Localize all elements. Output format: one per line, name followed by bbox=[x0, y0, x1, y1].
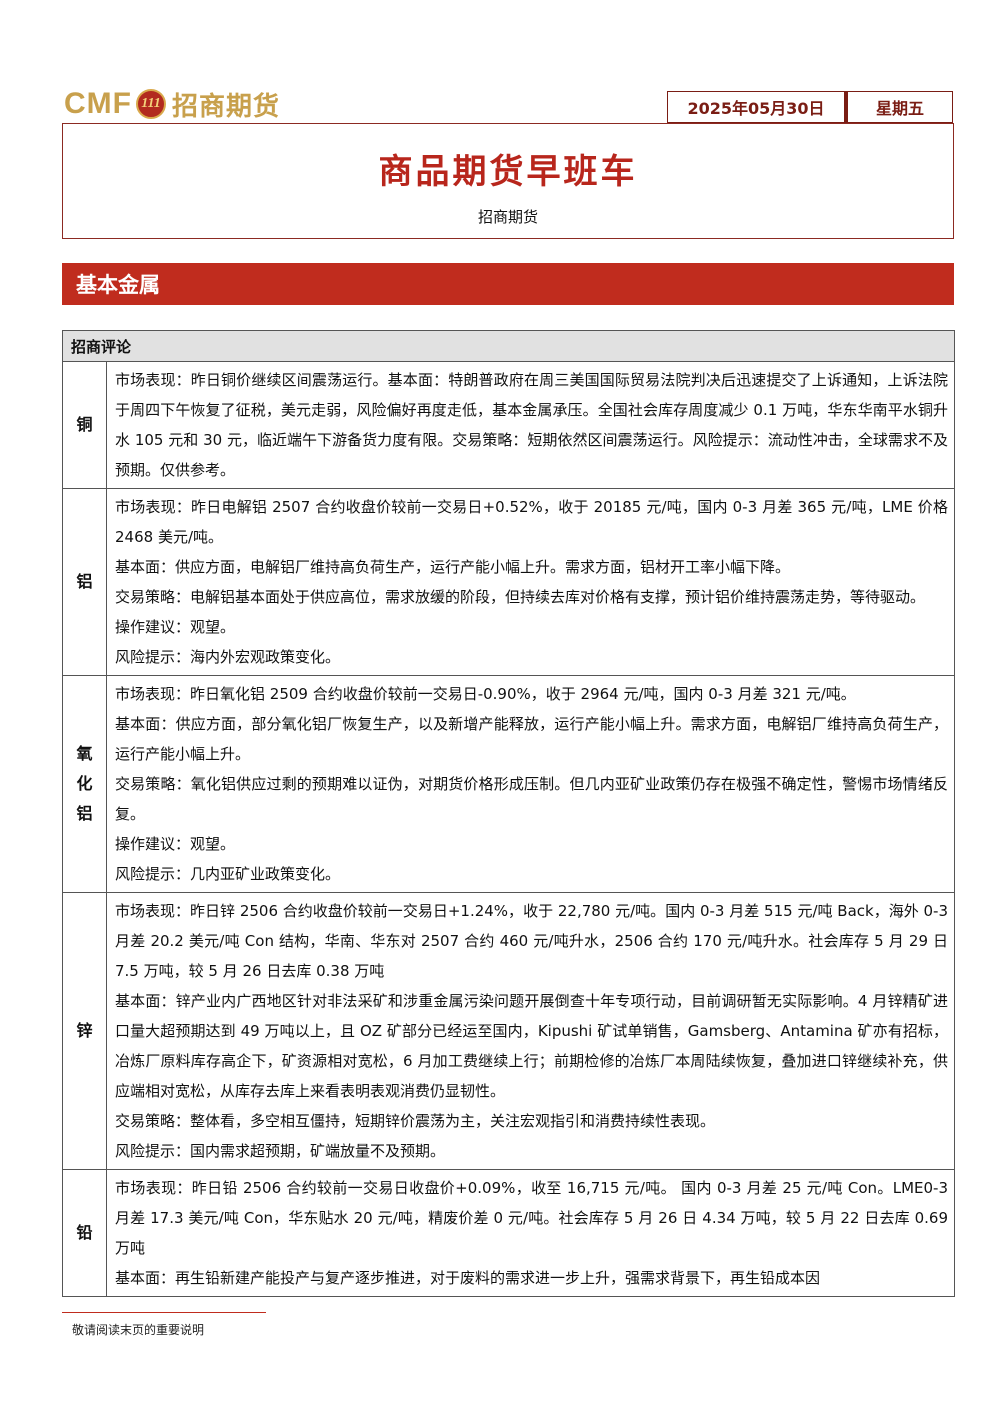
commentary-paragraph: 市场表现：昨日铅 2506 合约较前一交易日收盘价+0.09%，收至 16,71… bbox=[115, 1179, 948, 1257]
logo-badge-icon: 111 bbox=[135, 89, 166, 119]
commentary-cell: 市场表现：昨日铜价继续区间震荡运行。基本面：特朗普政府在周三美国国际贸易法院判决… bbox=[106, 361, 955, 489]
footer-divider bbox=[62, 1312, 266, 1313]
report-date: 2025年05月30日 bbox=[667, 91, 845, 123]
commentary-paragraph: 基本面：锌产业内广西地区针对非法采矿和涉重金属污染问题开展倒查十年专项行动，目前… bbox=[115, 992, 948, 1100]
commentary-cell: 市场表现：昨日氧化铝 2509 合约收盘价较前一交易日-0.90%，收于 296… bbox=[106, 675, 955, 893]
report-weekday: 星期五 bbox=[845, 91, 953, 123]
table-row: 氧化铝 市场表现：昨日氧化铝 2509 合约收盘价较前一交易日-0.90%，收于… bbox=[62, 675, 955, 893]
section-header: 基本金属 bbox=[62, 263, 954, 305]
metal-name: 铝 bbox=[62, 488, 107, 676]
page-title: 商品期货早班车 bbox=[378, 152, 638, 192]
commentary-paragraph: 基本面：供应方面，部分氧化铝厂恢复生产，以及新增产能释放，运行产能小幅上升。需求… bbox=[115, 715, 948, 763]
commentary-paragraph: 市场表现：昨日电解铝 2507 合约收盘价较前一交易日+0.52%，收于 201… bbox=[115, 498, 948, 546]
commentary-paragraph: 风险提示：海内外宏观政策变化。 bbox=[115, 648, 341, 666]
table-row: 锌 市场表现：昨日锌 2506 合约收盘价较前一交易日+1.24%，收于 22,… bbox=[62, 892, 955, 1170]
commentary-paragraph: 交易策略：电解铝基本面处于供应高位，需求放缓的阶段，但持续去库对价格有支撑，预计… bbox=[115, 588, 926, 606]
footer-disclaimer: 敬请阅读末页的重要说明 bbox=[72, 1323, 205, 1337]
commentary-paragraph: 市场表现：昨日锌 2506 合约收盘价较前一交易日+1.24%，收于 22,78… bbox=[115, 902, 948, 980]
logo-cmf-text: CMF bbox=[64, 87, 132, 120]
metal-name: 锌 bbox=[62, 892, 107, 1170]
commentary-paragraph: 风险提示：几内亚矿业政策变化。 bbox=[115, 865, 341, 883]
logo-chinese-name: 招商期货 bbox=[171, 91, 280, 122]
table-row: 铜 市场表现：昨日铜价继续区间震荡运行。基本面：特朗普政府在周三美国国际贸易法院… bbox=[62, 361, 955, 489]
commentary-paragraph: 基本面：再生铅新建产能投产与复产逐步推进，对于废料的需求进一步上升，强需求背景下… bbox=[115, 1269, 821, 1287]
commentary-paragraph: 交易策略：整体看，多空相互僵持，短期锌价震荡为主，关注宏观指引和消费持续性表现。 bbox=[115, 1112, 716, 1130]
page-subtitle: 招商期货 bbox=[477, 208, 538, 226]
commentary-paragraph: 风险提示：国内需求超预期，矿端放量不及预期。 bbox=[115, 1142, 446, 1160]
commentary-paragraph: 操作建议：观望。 bbox=[115, 835, 236, 853]
commentary-paragraph: 操作建议：观望。 bbox=[115, 618, 236, 636]
title-box: 商品期货早班车 招商期货 bbox=[62, 123, 954, 239]
table-header: 招商评论 bbox=[62, 330, 955, 362]
commentary-paragraph: 市场表现：昨日铜价继续区间震荡运行。基本面：特朗普政府在周三美国国际贸易法院判决… bbox=[115, 371, 948, 479]
commentary-cell: 市场表现：昨日锌 2506 合约收盘价较前一交易日+1.24%，收于 22,78… bbox=[106, 892, 955, 1170]
section-title: 基本金属 bbox=[76, 273, 160, 297]
metal-name: 氧化铝 bbox=[62, 675, 107, 893]
commentary-paragraph: 交易策略：氧化铝供应过剩的预期难以证伪，对期货价格形成压制。但几内亚矿业政策仍存… bbox=[115, 775, 948, 823]
commentary-cell: 市场表现：昨日铅 2506 合约较前一交易日收盘价+0.09%，收至 16,71… bbox=[106, 1169, 955, 1297]
table-row: 铅 市场表现：昨日铅 2506 合约较前一交易日收盘价+0.09%，收至 16,… bbox=[62, 1169, 955, 1297]
commentary-paragraph: 基本面：供应方面，电解铝厂维持高负荷生产，运行产能小幅上升。需求方面，铝材开工率… bbox=[115, 558, 791, 576]
table-row: 铝 市场表现：昨日电解铝 2507 合约收盘价较前一交易日+0.52%，收于 2… bbox=[62, 488, 955, 676]
table-header-row: 招商评论 bbox=[62, 330, 955, 362]
date-bar: 2025年05月30日 星期五 bbox=[667, 91, 953, 123]
metal-name: 铜 bbox=[62, 361, 107, 489]
commentary-table: 招商评论 铜 市场表现：昨日铜价继续区间震荡运行。基本面：特朗普政府在周三美国国… bbox=[62, 330, 955, 1297]
company-logo: CMF 111 招商期货 bbox=[64, 86, 280, 122]
commentary-paragraph: 市场表现：昨日氧化铝 2509 合约收盘价较前一交易日-0.90%，收于 296… bbox=[115, 685, 856, 703]
metal-name: 铅 bbox=[62, 1169, 107, 1297]
commentary-cell: 市场表现：昨日电解铝 2507 合约收盘价较前一交易日+0.52%，收于 201… bbox=[106, 488, 955, 676]
